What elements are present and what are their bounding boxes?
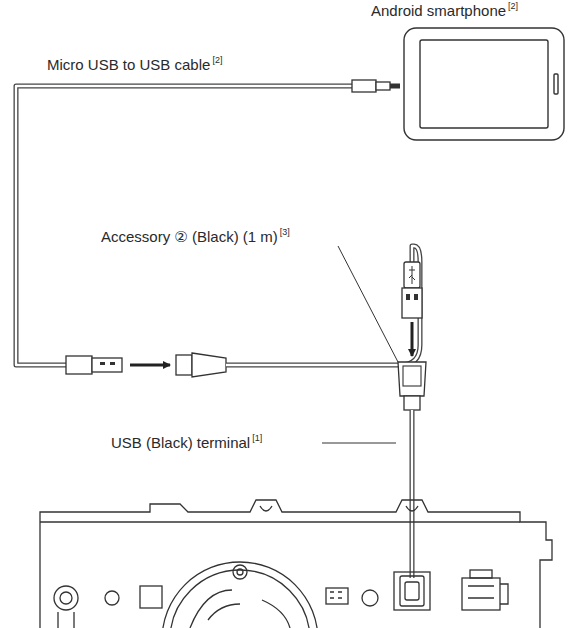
note-reference: [2] — [212, 55, 222, 65]
leader-line — [322, 443, 396, 444]
head-unit-rear — [40, 500, 552, 628]
part-label: USB (Black) terminal — [110, 434, 251, 452]
smartphone — [404, 28, 564, 140]
insert-arrow — [130, 364, 170, 367]
accessory-cable — [176, 246, 422, 377]
note-reference: [1] — [252, 433, 262, 443]
part-label: Android smartphone — [370, 2, 507, 20]
usb-terminal — [398, 362, 426, 578]
note-reference: [3] — [280, 227, 290, 237]
note-reference: [2] — [508, 1, 518, 11]
part-label: Accessory ② (Black) (1 m) — [100, 228, 279, 246]
leader-line — [338, 246, 398, 362]
part-label: Micro USB to USB cable — [46, 56, 211, 74]
insert-arrow — [411, 322, 414, 356]
micro-usb-cable — [16, 80, 400, 374]
